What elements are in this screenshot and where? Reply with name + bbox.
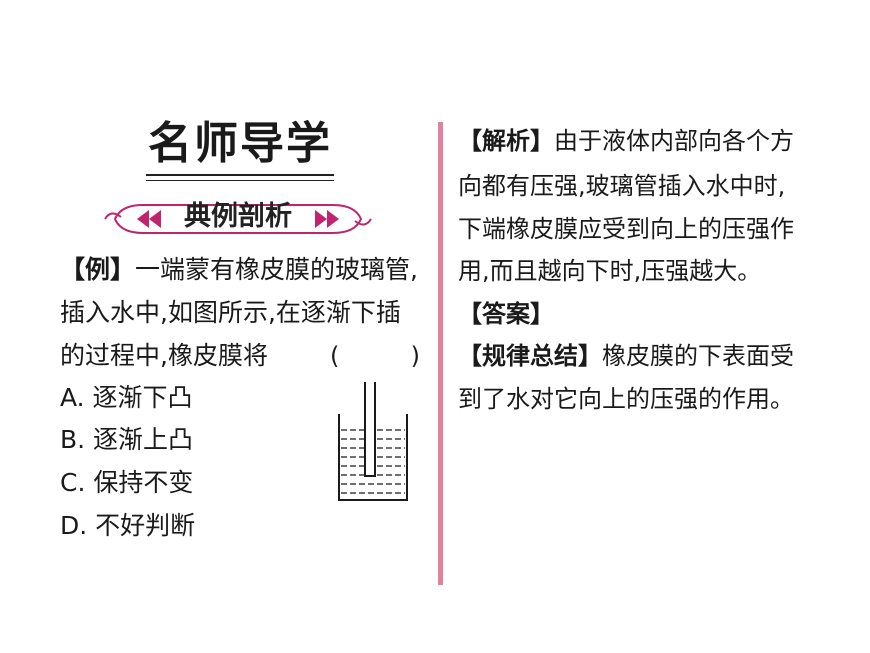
column-divider (438, 122, 443, 585)
blank-close: ) (410, 342, 420, 370)
option-c: C. 保持不变 (60, 468, 194, 497)
analysis-text-1: 由于液体内部向各个方 (554, 127, 794, 155)
question-line-2: 插入水中,如图所示,在逐渐下插 (60, 298, 401, 327)
summary-line-2: 到了水对它向上的压强的作用。 (458, 385, 794, 413)
beaker-diagram (338, 382, 408, 501)
option-d: D. 不好判断 (60, 511, 196, 540)
double-chevron-left-icon (137, 210, 161, 228)
blank-open: ( (330, 342, 340, 370)
title-underline-thin (146, 180, 334, 181)
question-text-1: 一端蒙有橡皮膜的玻璃管, (135, 255, 418, 284)
answer-blank: ( ) (330, 340, 420, 372)
analysis-line-4: 用,而且越向下时,压强越大。 (458, 257, 762, 285)
summary-text-1: 橡皮膜的下表面受 (602, 342, 794, 370)
page-title: 名师导学 (148, 118, 332, 169)
summary-line-1: 【规律总结】橡皮膜的下表面受 (458, 340, 794, 372)
analysis-line-3: 下端橡皮膜应受到向上的压强作 (458, 215, 794, 243)
summary-tag: 【规律总结】 (458, 342, 602, 370)
double-chevron-right-icon (315, 210, 339, 228)
answer-tag: 【答案】 (458, 300, 554, 328)
banner-label: 典例剖析 (184, 201, 292, 232)
analysis-tag: 【解析】 (458, 127, 554, 155)
analysis-line-2: 向都有压强,玻璃管插入水中时, (458, 172, 786, 200)
option-a: A. 逐渐下凸 (60, 383, 193, 412)
section-banner (104, 204, 372, 234)
question-line-1: 【例】一端蒙有橡皮膜的玻璃管, (60, 254, 428, 286)
answer-line: 【答案】 (458, 298, 554, 330)
question-tag: 【例】 (60, 255, 136, 284)
option-b: B. 逐渐上凸 (60, 425, 194, 454)
question-line-3: 的过程中,橡皮膜将 (60, 341, 268, 370)
title-underline (146, 174, 334, 176)
analysis-line-1: 【解析】由于液体内部向各个方 (458, 125, 794, 157)
